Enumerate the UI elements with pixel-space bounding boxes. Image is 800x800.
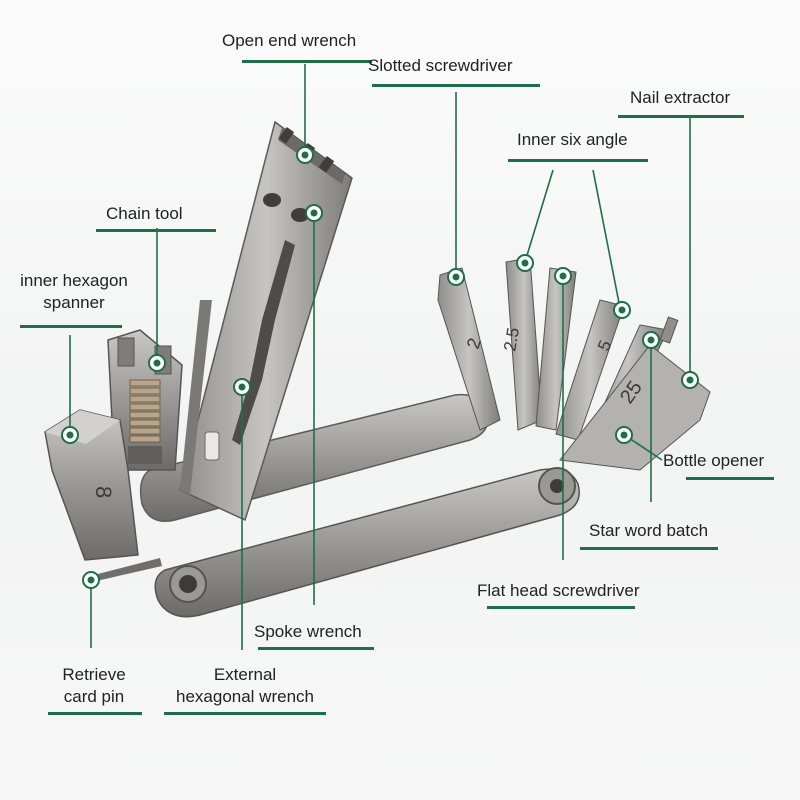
bar-open-end-wrench bbox=[242, 60, 372, 63]
bar-spoke-wrench bbox=[258, 647, 374, 650]
leader-bottle-opener bbox=[625, 435, 663, 461]
label-chain-tool: Chain tool bbox=[106, 204, 183, 223]
marker-nail-extractor bbox=[681, 371, 699, 389]
marker-slotted-screwdriver bbox=[447, 268, 465, 286]
leader-inner-six-angle-b bbox=[592, 169, 621, 309]
label-external-hexagonal-wrench-line1: External bbox=[213, 665, 277, 684]
label-slotted-screwdriver: Slotted screwdriver bbox=[368, 56, 513, 75]
card-pin bbox=[90, 558, 162, 582]
label-spoke-wrench: Spoke wrench bbox=[254, 622, 362, 641]
leader-inner-six-angle-a bbox=[524, 169, 554, 263]
marker-dots bbox=[61, 146, 699, 589]
marker-bottle-opener bbox=[615, 426, 633, 444]
bar-chain-tool bbox=[96, 229, 216, 232]
bit-b-digit: 2.5 bbox=[500, 326, 523, 353]
label-nail-extractor: Nail extractor bbox=[630, 88, 731, 107]
bar-nail-extractor bbox=[618, 115, 744, 118]
label-inner-hexagon-spanner: inner hexagon spanner bbox=[8, 270, 140, 314]
leader-lines bbox=[69, 64, 691, 650]
marker-chain-tool bbox=[148, 354, 166, 372]
bar-inner-six-angle bbox=[508, 159, 648, 162]
label-inner-six-angle: Inner six angle bbox=[517, 130, 628, 149]
marker-external-hexagonal-wrench bbox=[233, 378, 251, 396]
marker-flat-head-screwdriver bbox=[554, 267, 572, 285]
marker-inner-six-angle-a bbox=[516, 254, 534, 272]
marker-open-end-wrench bbox=[296, 146, 314, 164]
label-retrieve-card-pin-line1: Retrieve bbox=[62, 665, 126, 684]
bar-retrieve-card-pin bbox=[48, 712, 142, 715]
bar-bottle-opener bbox=[686, 477, 774, 480]
marker-inner-hexagon-spanner bbox=[61, 426, 79, 444]
chain-tool bbox=[107, 329, 183, 471]
bar-star-word-batch bbox=[580, 547, 718, 550]
bar-external-hexagonal-wrench bbox=[164, 712, 326, 715]
bit-fan: 2 2.5 5 25 bbox=[437, 257, 711, 471]
label-external-hexagonal-wrench-line2: hexagonal wrench bbox=[176, 687, 314, 706]
marker-star-word-batch bbox=[642, 331, 660, 349]
bar-slotted-screwdriver bbox=[372, 84, 540, 87]
label-flat-head-screwdriver: Flat head screwdriver bbox=[477, 581, 640, 600]
label-retrieve-card-pin: Retrieve card pin bbox=[42, 664, 146, 708]
hex-block-digit: 8 bbox=[91, 486, 116, 498]
label-external-hexagonal-wrench: External hexagonal wrench bbox=[160, 664, 330, 708]
label-inner-hexagon-spanner-line2: spanner bbox=[43, 293, 105, 312]
bar-inner-hexagon-spanner bbox=[20, 325, 122, 328]
marker-spoke-wrench bbox=[305, 204, 323, 222]
label-retrieve-card-pin-line2: card pin bbox=[63, 687, 125, 706]
marker-retrieve-card-pin bbox=[82, 571, 100, 589]
label-inner-hexagon-spanner-line1: inner hexagon bbox=[20, 271, 128, 290]
marker-inner-six-angle-b bbox=[613, 301, 631, 319]
label-star-word-batch: Star word batch bbox=[589, 521, 709, 540]
bar-flat-head-screwdriver bbox=[487, 606, 635, 609]
label-open-end-wrench: Open end wrench bbox=[222, 31, 357, 50]
label-bottle-opener: Bottle opener bbox=[663, 451, 765, 470]
